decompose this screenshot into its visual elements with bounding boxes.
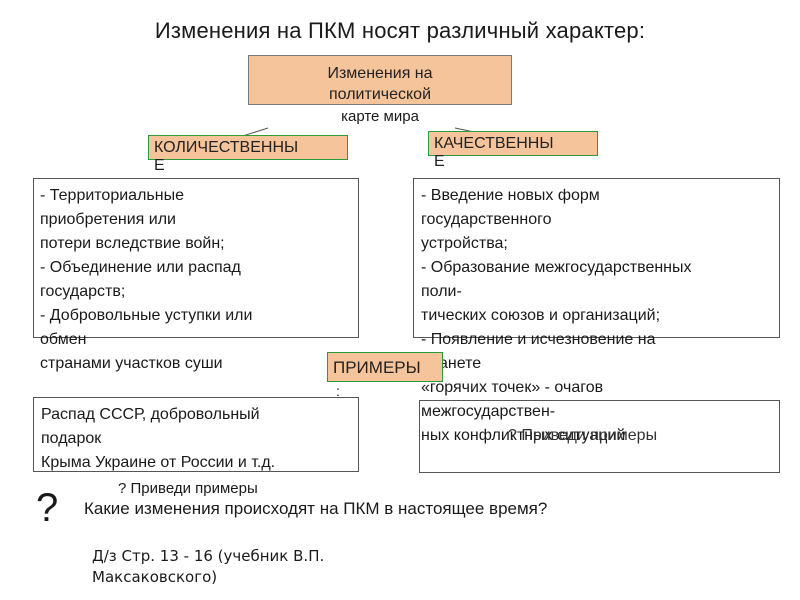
list-item: обмен (40, 331, 87, 348)
examples-right-hint: ? Приведи примеры (508, 427, 658, 444)
list-item: устройства; (421, 235, 508, 252)
list-item: государств; (40, 283, 126, 300)
examples-right-box (419, 400, 780, 473)
center-node-line1: Изменения на (327, 65, 433, 82)
list-item: подарок (41, 430, 102, 447)
homework-line1: Д/з Стр. 13 - 16 (учебник В.П. (92, 547, 325, 565)
list-item: планете (421, 355, 482, 372)
examples-left-box (33, 397, 359, 472)
list-item: потери вследствие войн; (40, 235, 225, 252)
examples-left-hint: ? Приведи примеры (118, 480, 258, 497)
list-item: «горячих точек» - очагов (421, 379, 604, 396)
list-item: приобретения или (40, 211, 176, 228)
list-item: тических союзов и организаций; (421, 307, 661, 324)
list-item: Крыма Украине от России и т.д. (41, 454, 276, 471)
homework-note: Д/з Стр. 13 - 16 (учебник В.П. Максаковс… (92, 546, 324, 588)
homework-line2: Максаковского) (92, 568, 218, 586)
quantitative-tag: КОЛИЧЕСТВЕННЫ Е (148, 135, 348, 174)
examples-colon: : (336, 383, 340, 399)
quantitative-list: - Территориальные приобретения или потер… (40, 184, 252, 376)
qualitative-tag-line1: КАЧЕСТВЕННЫ (434, 135, 554, 152)
examples-left-list: Распад СССР, добровольный подарок Крыма … (41, 403, 275, 475)
qualitative-tag-line2: Е (434, 153, 445, 170)
list-item: ных конфликтных ситуаций (421, 427, 626, 444)
list-item: - Появление и исчезновение на (421, 331, 656, 348)
slide-title: Изменения на ПКМ носят различный характе… (154, 18, 646, 43)
examples-tag: ПРИМЕРЫ (327, 352, 443, 382)
center-node-line3: карте мира (341, 108, 419, 125)
qualitative-box (413, 178, 780, 338)
list-item: странами участков суши (40, 355, 223, 372)
list-item: - Введение новых форм (421, 187, 600, 204)
list-item: Распад СССР, добровольный (41, 406, 260, 423)
list-item: - Добровольные уступки или (40, 307, 253, 324)
quantitative-tag-line2: Е (154, 157, 165, 174)
list-item: государственного (421, 211, 552, 228)
qualitative-list: - Введение новых форм государственного у… (421, 184, 692, 448)
quantitative-box (33, 178, 359, 338)
list-item: - Объединение или распад (40, 259, 241, 276)
list-item: - Территориальные (40, 187, 184, 204)
center-node: Изменения на политической (248, 55, 512, 105)
center-node-line2: политической (329, 86, 431, 103)
list-item: межгосударствен- (421, 403, 556, 420)
qualitative-tag: КАЧЕСТВЕННЫ Е (428, 131, 598, 170)
discussion-question: Какие изменения происходят на ПКМ в наст… (84, 499, 548, 518)
question-mark-icon: ? (36, 486, 59, 530)
quantitative-tag-line1: КОЛИЧЕСТВЕННЫ (154, 139, 299, 156)
list-item: поли- (421, 283, 462, 300)
list-item: - Образование межгосударственных (421, 259, 692, 276)
